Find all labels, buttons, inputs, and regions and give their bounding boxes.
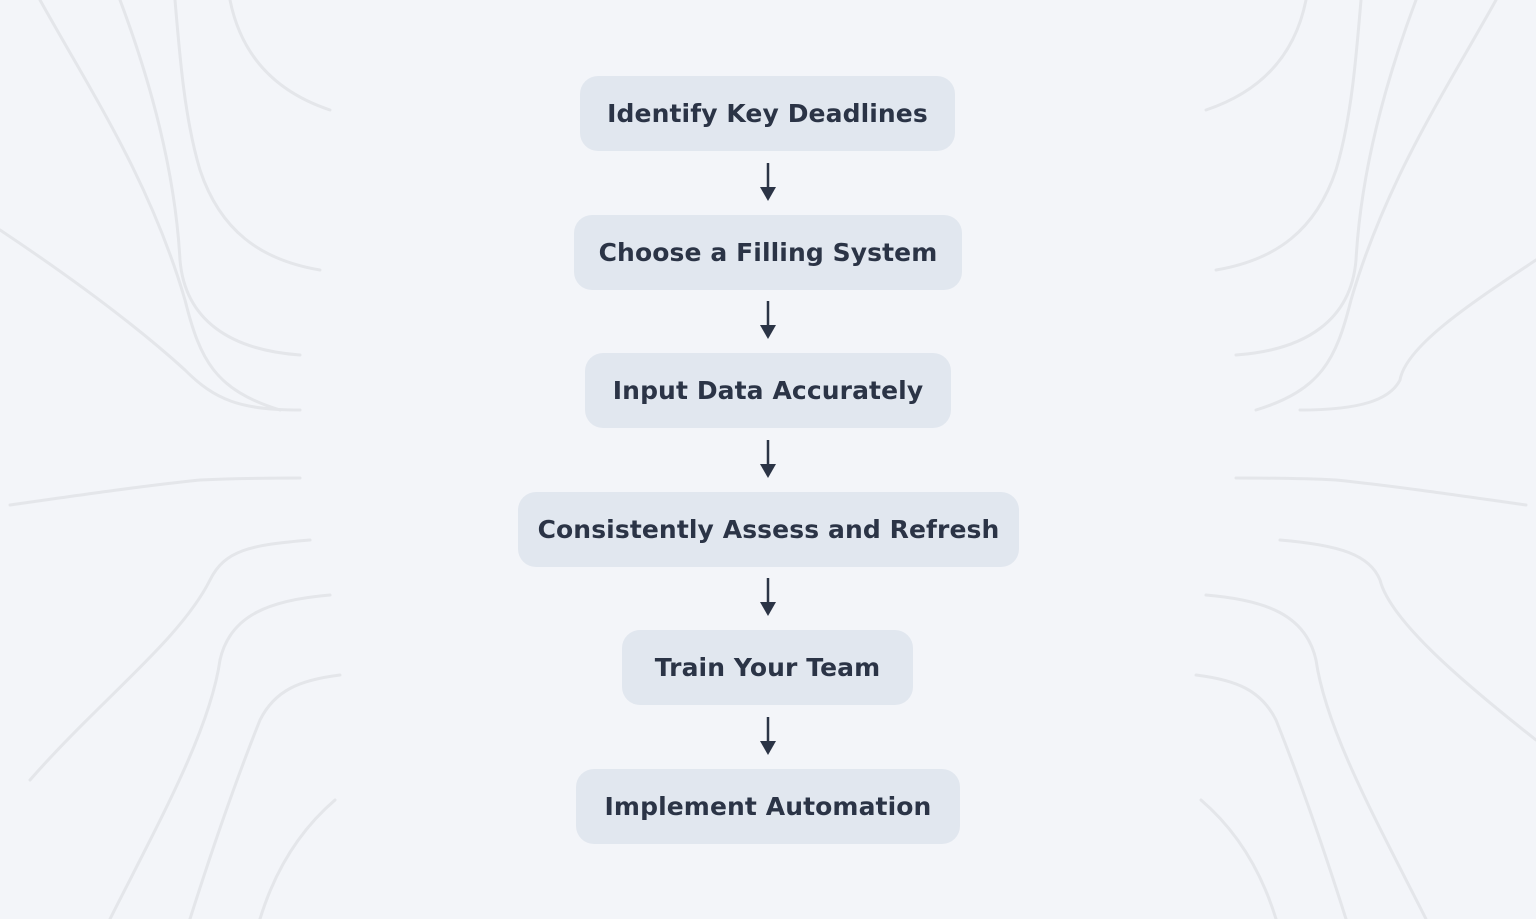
step-implement-automation: Implement Automation xyxy=(576,769,960,844)
arrow-down-icon xyxy=(760,440,776,478)
arrow-down-icon xyxy=(760,717,776,755)
arrow-down-icon xyxy=(760,578,776,616)
step-label: Choose a Filling System xyxy=(598,238,938,267)
step-label: Input Data Accurately xyxy=(612,376,924,405)
arrow-down-icon xyxy=(760,163,776,201)
step-choose-filling-system: Choose a Filling System xyxy=(574,215,962,290)
step-label: Identify Key Deadlines xyxy=(607,99,928,128)
step-label: Implement Automation xyxy=(604,792,932,821)
step-train-your-team: Train Your Team xyxy=(622,630,913,705)
step-input-data-accurately: Input Data Accurately xyxy=(585,353,951,428)
step-label: Consistently Assess and Refresh xyxy=(537,515,1000,544)
step-assess-and-refresh: Consistently Assess and Refresh xyxy=(518,492,1019,567)
step-label: Train Your Team xyxy=(654,653,881,682)
arrow-down-icon xyxy=(760,301,776,339)
step-identify-key-deadlines: Identify Key Deadlines xyxy=(580,76,955,151)
